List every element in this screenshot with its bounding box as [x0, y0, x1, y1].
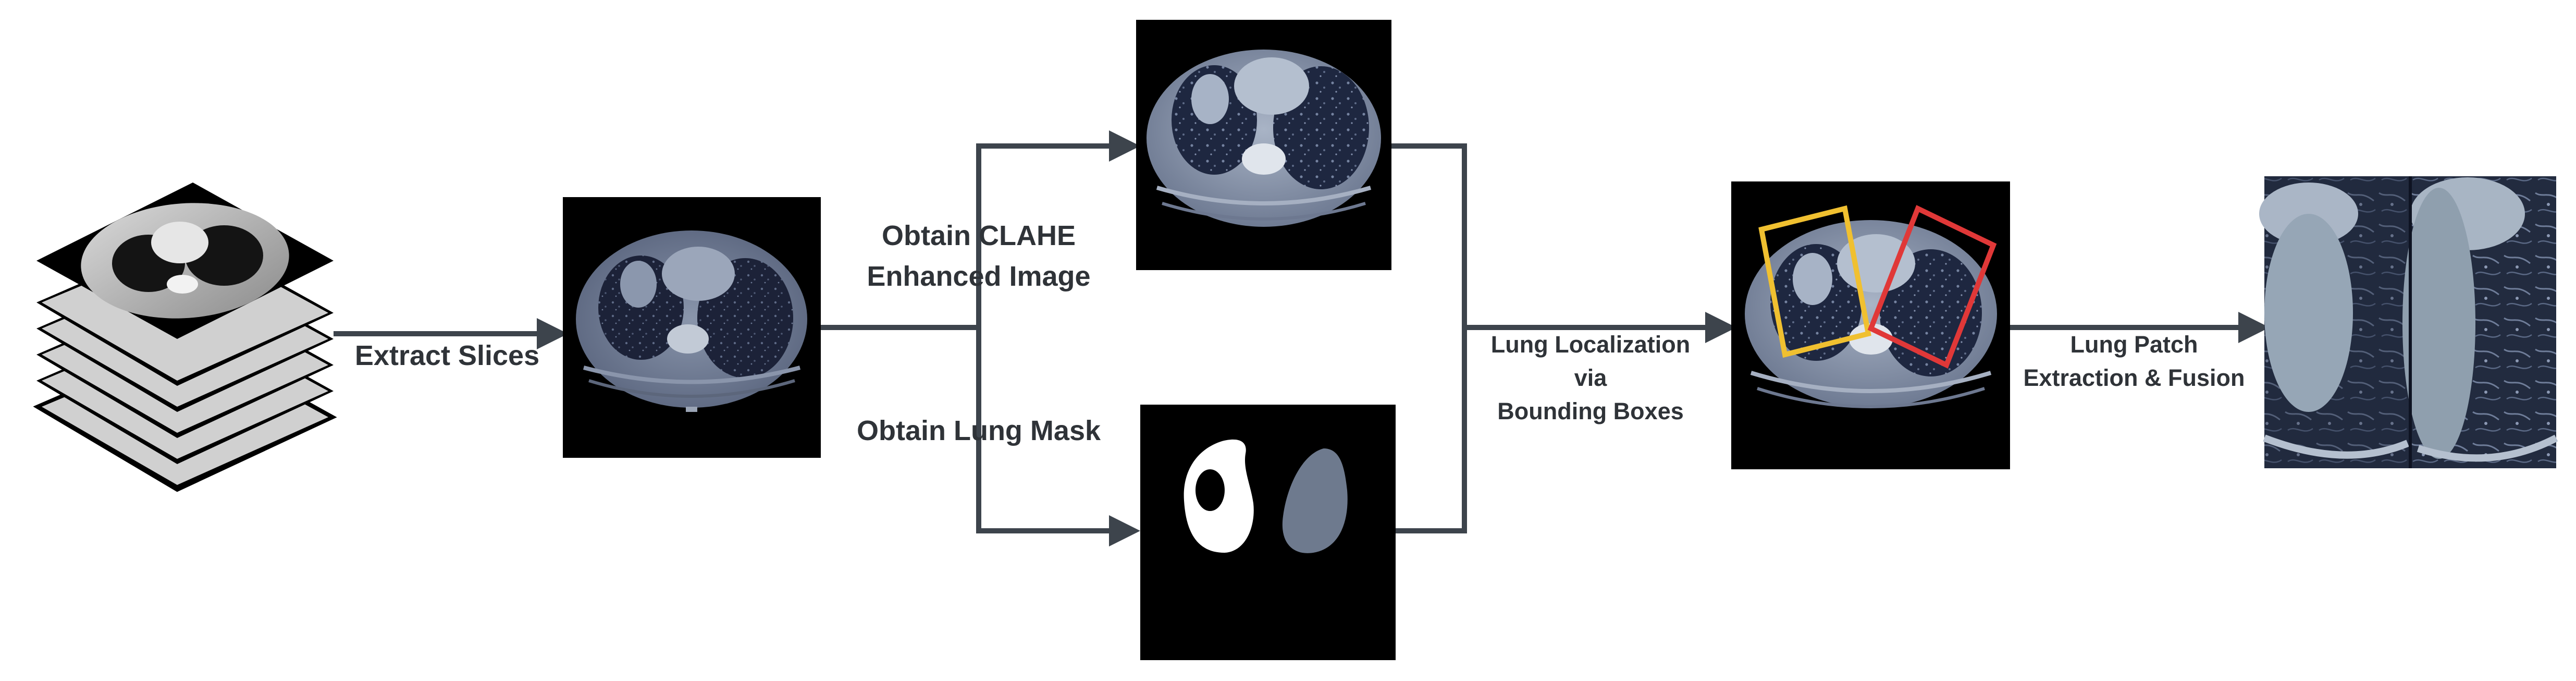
bounding-box-ct-image — [1731, 181, 2010, 469]
fused-lung-patch-image — [2259, 176, 2558, 468]
arrow-to-clahe — [976, 130, 1140, 327]
lung-mask-image — [1140, 405, 1396, 660]
connector-mask-to-merge — [1396, 327, 1467, 533]
label-patch-line1: Lung Patch — [2070, 331, 2198, 358]
connector-clahe-to-merge — [1391, 143, 1467, 327]
label-clahe-line2: Enhanced Image — [867, 261, 1090, 292]
ct-slice-stack-icon — [33, 183, 337, 492]
label-localization-line1: Lung Localization — [1491, 331, 1690, 358]
bounding-box-left — [1758, 205, 1871, 358]
label-extract-slices: Extract Slices — [355, 340, 539, 371]
label-lung-mask: Obtain Lung Mask — [857, 415, 1101, 446]
clahe-enhanced-ct-image — [1136, 20, 1391, 270]
bounding-box-right — [1867, 205, 1997, 369]
ct-slice-image — [563, 197, 821, 458]
label-patch-line2: Extraction & Fusion — [2023, 364, 2245, 391]
label-clahe-line1: Obtain CLAHE — [882, 220, 1076, 251]
label-localization-line2: via — [1574, 364, 1608, 391]
label-localization-line3: Bounding Boxes — [1497, 398, 1684, 424]
arrow-to-mask — [976, 327, 1140, 546]
